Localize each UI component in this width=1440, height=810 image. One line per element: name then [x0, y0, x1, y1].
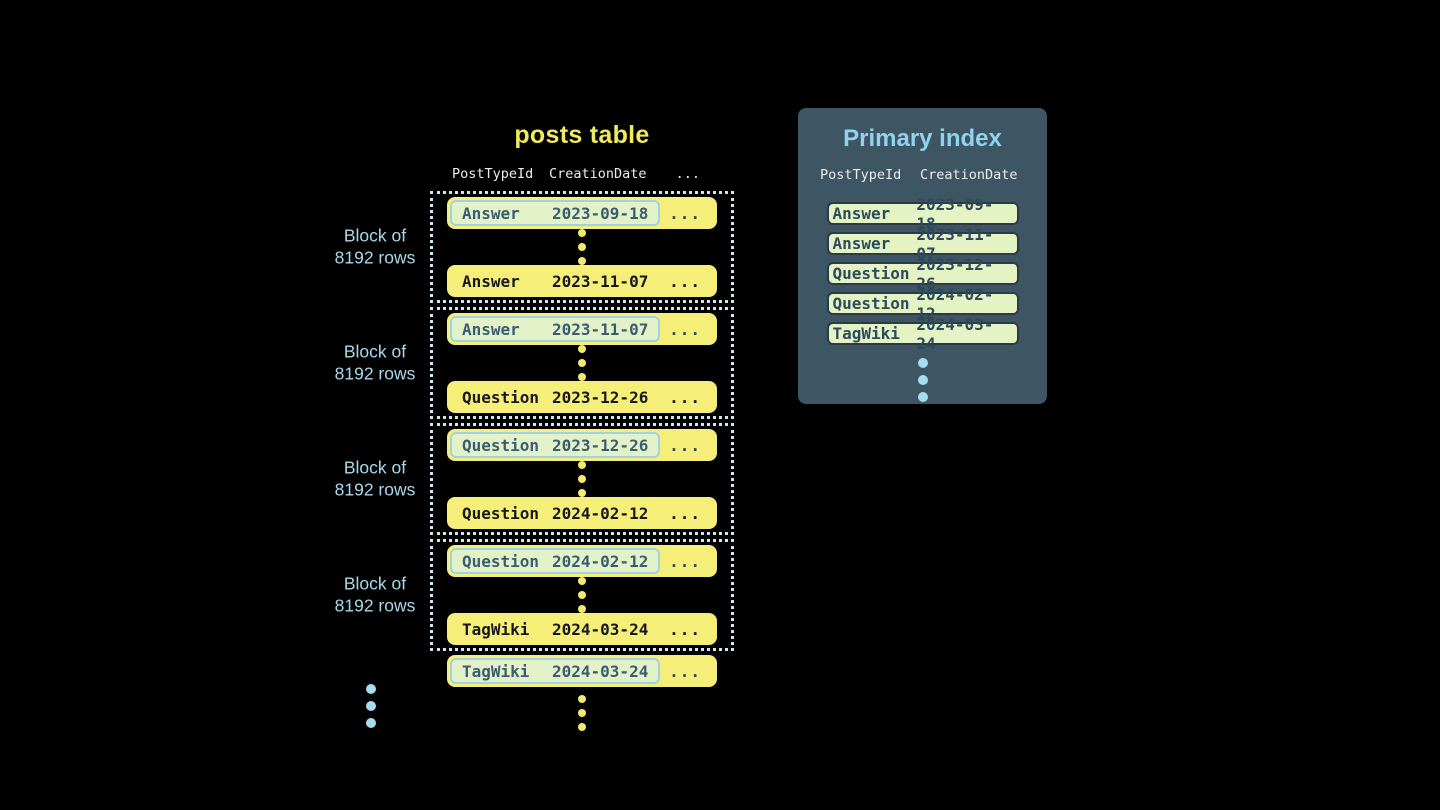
cell-posttypeid: Answer [832, 204, 891, 223]
block-label-line1: Block of [343, 457, 407, 478]
posts-table-column-headers: PostTypeId CreationDate ... [430, 166, 734, 183]
column-header-posttypeid: PostTypeId [820, 167, 902, 183]
row-key: Answer 2023-11-07 [450, 268, 660, 294]
index-row: Question 2024-02-12 [826, 285, 1019, 323]
cell-posttypeid: TagWiki [462, 619, 530, 639]
posts-table-title: posts table [514, 121, 650, 149]
blocks-continuation-dots [366, 684, 376, 728]
cell-creationdate: 2023-12-26 [552, 435, 649, 455]
cell-creationdate: 2024-02-12 [552, 551, 649, 571]
primary-index-panel: Primary index PostTypeId CreationDate An… [798, 108, 1047, 404]
column-header-posttypeid: PostTypeId [452, 166, 534, 182]
row-key-highlight: Question 2024-02-12 [450, 548, 661, 574]
cell-creationdate: 2023-11-07 [916, 224, 994, 263]
table-row-tail: TagWiki 2024-03-24 ... [447, 655, 717, 687]
block-3-label: Block of 8192 rows [305, 458, 445, 501]
cell-creationdate: 2023-11-07 [552, 319, 649, 339]
row-more-ellipsis: ... [669, 271, 701, 291]
cell-posttypeid: Question [462, 551, 540, 571]
cell-creationdate: 2024-03-24 [552, 661, 649, 681]
row-more-ellipsis: ... [669, 387, 701, 407]
cell-creationdate: 2023-09-18 [916, 194, 994, 233]
row-key-highlight: Question 2023-12-26 [450, 432, 661, 458]
block-label-line1: Block of [343, 225, 407, 246]
block-4: Block of 8192 rows Question 2024-02-12 .… [335, 539, 734, 651]
table-row-block2-first: Answer 2023-11-07 ... [447, 313, 717, 345]
cell-posttypeid: TagWiki [462, 661, 530, 681]
index-row: Question 2023-12-26 [826, 255, 1019, 293]
row-key: Question 2023-12-26 [450, 384, 660, 410]
cell-creationdate: 2024-03-24 [916, 314, 994, 353]
column-header-more: ... [675, 166, 700, 182]
cell-posttypeid: Answer [462, 271, 520, 291]
table-row-block3-last: Question 2024-02-12 ... [447, 497, 717, 529]
table-row-block2-last: Question 2023-12-26 ... [447, 381, 717, 413]
block-2: Block of 8192 rows Answer 2023-11-07 ...… [335, 307, 734, 419]
block-label-line1: Block of [343, 341, 407, 362]
vertical-ellipsis-dots [430, 695, 734, 731]
row-key-highlight: Answer 2023-11-07 [450, 316, 661, 342]
cell-posttypeid: Answer [832, 234, 891, 253]
block-label-line2: 8192 rows [334, 595, 416, 615]
row-more-ellipsis: ... [669, 435, 701, 455]
row-key-highlight: Answer 2023-09-18 [450, 200, 661, 226]
block-1-label: Block of 8192 rows [305, 226, 445, 269]
cell-creationdate: 2023-09-18 [552, 203, 649, 223]
cell-creationdate: 2024-02-12 [552, 503, 649, 523]
row-more-ellipsis: ... [669, 661, 701, 681]
block-3: Block of 8192 rows Question 2023-12-26 .… [335, 423, 734, 535]
table-row-block1-first: Answer 2023-09-18 ... [447, 197, 717, 229]
row-more-ellipsis: ... [669, 619, 701, 639]
cell-posttypeid: Question [462, 503, 540, 523]
row-more-ellipsis: ... [669, 319, 701, 339]
cell-posttypeid: Question [832, 264, 910, 283]
block-label-line1: Block of [343, 573, 407, 594]
row-more-ellipsis: ... [669, 551, 701, 571]
cell-creationdate: 2024-03-24 [552, 619, 649, 639]
block-1: Block of 8192 rows Answer 2023-09-18 ...… [335, 191, 734, 303]
vertical-ellipsis-dots [447, 229, 717, 265]
table-row-block1-last: Answer 2023-11-07 ... [447, 265, 717, 297]
cell-creationdate: 2024-02-12 [916, 284, 994, 323]
row-key: Question 2024-02-12 [450, 500, 660, 526]
block-label-line2: 8192 rows [334, 363, 416, 383]
block-2-label: Block of 8192 rows [305, 342, 445, 385]
index-row: Answer 2023-09-18 [826, 195, 1019, 233]
block-label-line2: 8192 rows [334, 479, 416, 499]
vertical-ellipsis-dots [447, 345, 717, 381]
blocks-container: Block of 8192 rows Answer 2023-09-18 ...… [335, 191, 734, 651]
vertical-ellipsis-dots [447, 461, 717, 497]
table-row-block4-last: TagWiki 2024-03-24 ... [447, 613, 717, 645]
cell-posttypeid: Answer [462, 319, 520, 339]
row-more-ellipsis: ... [669, 203, 701, 223]
cell-posttypeid: Question [462, 387, 540, 407]
primary-index-column-headers: PostTypeId CreationDate [798, 167, 1047, 183]
block-4-label: Block of 8192 rows [305, 574, 445, 617]
index-row: TagWiki 2024-03-24 [826, 315, 1019, 353]
table-row-block3-first: Question 2023-12-26 ... [447, 429, 717, 461]
column-header-creationdate: CreationDate [920, 167, 1018, 183]
cell-posttypeid: TagWiki [832, 324, 900, 343]
row-key: TagWiki 2024-03-24 [450, 616, 660, 642]
table-row-block4-first: Question 2024-02-12 ... [447, 545, 717, 577]
index-row: Answer 2023-11-07 [826, 225, 1019, 263]
block-label-line2: 8192 rows [334, 247, 416, 267]
index-continuation-dots [798, 358, 1047, 402]
vertical-ellipsis-dots [447, 577, 717, 613]
primary-index-rows: Answer 2023-09-18 Answer 2023-11-07 Ques… [826, 195, 1019, 353]
cell-posttypeid: Answer [462, 203, 520, 223]
cell-posttypeid: Question [462, 435, 540, 455]
row-more-ellipsis: ... [669, 503, 701, 523]
column-header-creationdate: CreationDate [549, 166, 647, 182]
cell-creationdate: 2023-12-26 [916, 254, 994, 293]
cell-creationdate: 2023-12-26 [552, 387, 649, 407]
posts-table: posts table PostTypeId CreationDate ... … [335, 120, 734, 731]
cell-posttypeid: Question [832, 294, 910, 313]
cell-creationdate: 2023-11-07 [552, 271, 649, 291]
row-key-highlight: TagWiki 2024-03-24 [450, 658, 661, 684]
primary-index-title: Primary index [843, 125, 1002, 152]
